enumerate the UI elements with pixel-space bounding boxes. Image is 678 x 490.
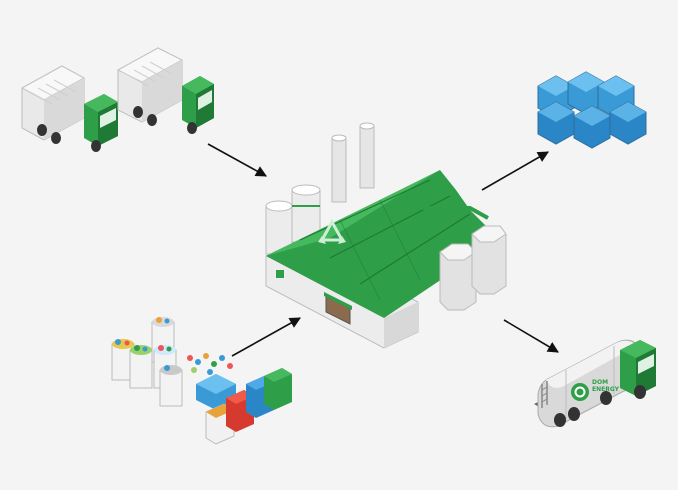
factory-pipes — [408, 206, 489, 242]
waste-bin-tall-2 — [129, 345, 153, 389]
tanker-cab — [620, 340, 656, 396]
waste-bin-tall-1 — [111, 339, 135, 381]
green-bin — [264, 368, 292, 410]
waste-bins-icon — [111, 317, 292, 445]
factory-chimneys — [331, 122, 375, 203]
arrow-factory-to-tanker — [503, 319, 559, 353]
waste-pile — [187, 353, 233, 375]
factory-tanks-right — [439, 225, 507, 311]
tanker-ladder — [541, 381, 548, 408]
recycle-symbol-icon — [318, 218, 346, 244]
fuel-tanker-truck-icon: DOM ENERGY — [534, 339, 656, 428]
garbage-truck-2 — [116, 47, 214, 134]
tanker-logo: DOM ENERGY — [571, 379, 620, 401]
tanker-logo-line2: ENERGY — [592, 386, 620, 393]
factory-window — [276, 270, 284, 278]
tanker-logo-line1: DOM — [592, 379, 608, 386]
waste-bin-tall-5 — [159, 365, 183, 407]
arrow-factory-to-bales — [481, 151, 549, 191]
bale-stack — [537, 71, 647, 149]
garbage-truck-1 — [20, 65, 118, 152]
factory-door — [324, 292, 352, 325]
tanker-wheels — [554, 385, 646, 427]
recycling-factory-icon — [265, 122, 507, 349]
garbage-truck-icon — [20, 47, 214, 152]
recycled-bales-icon — [537, 71, 647, 149]
arrow-trucks-to-factory — [207, 143, 267, 177]
arrow-bins-to-factory — [231, 317, 301, 357]
flow-arrows — [207, 143, 559, 357]
